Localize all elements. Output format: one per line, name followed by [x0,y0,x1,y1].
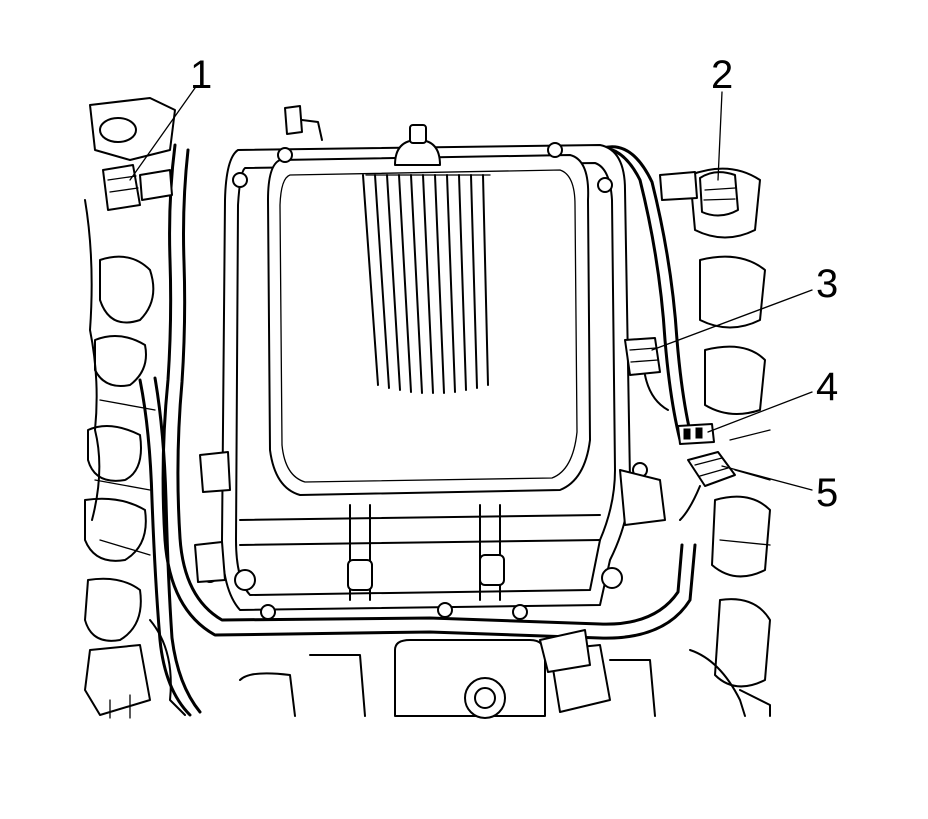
leader-line-2 [717,91,723,181]
callout-label-5: 5 [816,471,838,515]
cover-ribs [362,174,491,394]
leader-line-1 [129,87,196,181]
connector-1 [102,164,173,211]
leader-line-4 [707,391,813,433]
connector-5 [679,451,736,521]
callout-leaders [129,87,813,491]
callout-label-3: 3 [816,262,838,306]
callout-label-2: 2 [711,53,733,97]
callout-labels: 1 2 3 4 5 [190,53,838,515]
callout-label-1: 1 [190,53,212,97]
left-engine-bay-components [84,97,186,719]
right-engine-bay-components [689,167,771,717]
callout-label-4: 4 [816,365,838,409]
leader-line-5 [721,465,813,491]
throttle-body [239,639,656,719]
connector-2 [659,171,739,217]
fuel-rail-hoses [138,143,697,717]
misc-fittings [194,105,666,673]
connector-3 [624,337,669,411]
connector-4 [677,423,715,445]
leader-line-3 [651,289,813,351]
